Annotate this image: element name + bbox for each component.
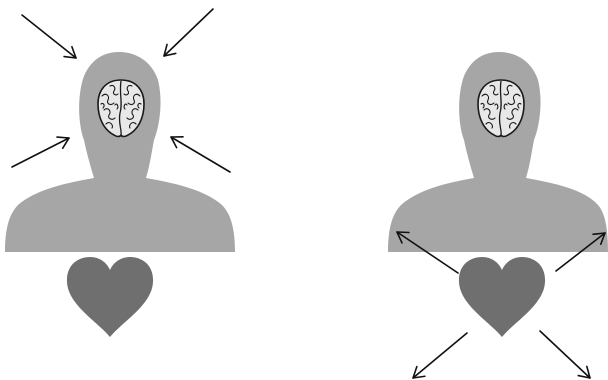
right-figure xyxy=(388,52,608,378)
heart-icon xyxy=(459,257,545,337)
inward-arrow xyxy=(22,15,76,58)
brain-icon xyxy=(478,80,524,137)
left-figure xyxy=(5,9,235,337)
inward-arrow xyxy=(164,9,213,56)
inward-arrow xyxy=(171,137,230,172)
outward-arrow xyxy=(540,331,590,378)
heart-icon xyxy=(67,257,153,337)
outward-arrow xyxy=(413,333,467,378)
inward-arrow xyxy=(12,137,69,167)
brain-icon xyxy=(98,80,144,137)
